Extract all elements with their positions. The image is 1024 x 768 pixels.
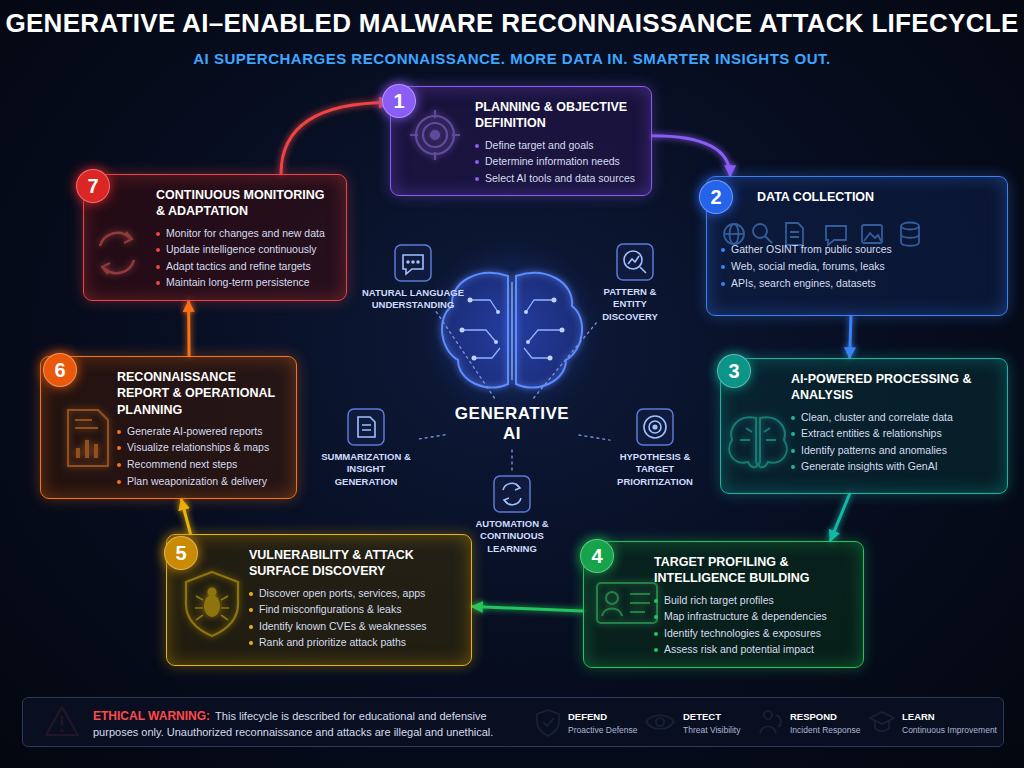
step-number: 3	[717, 354, 751, 388]
bullet-item: Monitor for changes and new data	[156, 227, 336, 241]
bullet-item: Visualize relationships & maps	[117, 441, 286, 455]
bullet-item: Select AI tools and data sources	[475, 172, 641, 186]
diagram-title: GENERATIVE AI–ENABLED MALWARE RECONNAISS…	[0, 8, 1024, 39]
bullet-item: Gather OSINT from public sources	[721, 243, 997, 257]
core-title: GENERATIVE AI	[445, 404, 579, 444]
bullet-item: Identify known CVEs & weaknesses	[249, 620, 461, 634]
bullet-item: Adapt tactics and refine targets	[156, 260, 336, 274]
flow-arrow	[830, 494, 849, 541]
box-heading: CONTINUOUS MONITORING & ADAPTATION	[156, 187, 336, 220]
callout-number: 2	[710, 187, 721, 207]
warning-bar: ETHICAL WARNING:This lifecycle is descri…	[22, 697, 1004, 747]
callout-number: 3	[728, 361, 739, 381]
capability-label: NATURAL LANGUAGE UNDERSTANDING	[358, 287, 468, 312]
flow-arrow	[850, 316, 851, 358]
callout-number: 6	[54, 360, 65, 380]
legend-caption: Continuous Improvement	[902, 725, 997, 735]
bullet-item: Extract entities & relationships	[791, 427, 997, 441]
step-number: 2	[699, 180, 733, 214]
box-heading: VULNERABILITY & ATTACK SURFACE DISCOVERY	[249, 547, 461, 580]
dotted-link	[511, 450, 512, 474]
brain-graphic	[422, 240, 602, 420]
legend-caption: DETECT	[683, 711, 721, 722]
bullet-item: Rank and prioritize attack paths	[249, 636, 461, 650]
bullet-item: Find misconfigurations & leaks	[249, 603, 461, 617]
capability-node: SUMMARIZATION & INSIGHT GENERATION	[316, 407, 416, 488]
process-box: DATA COLLECTION Gather OSINT from public …	[706, 176, 1008, 316]
box-heading: RECONNAISSANCE REPORT & OPERATIONAL PLAN…	[117, 369, 286, 418]
bullet-item: Web, social media, forums, leaks	[721, 260, 997, 274]
legend-caption: Proactive Defense	[568, 725, 637, 735]
bullet-item: Plan weaponization & delivery	[117, 475, 286, 489]
process-box: PLANNING & OBJECTIVE DEFINITION Define ta…	[390, 86, 652, 196]
flow-arrow	[181, 499, 190, 534]
capability-node: AUTOMATION & CONTINUOUS LEARNING	[467, 474, 557, 555]
flow-arrow	[187, 301, 190, 356]
bullet-item: Generate insights with GenAI	[791, 460, 997, 474]
bullet-item: Define target and goals	[475, 139, 641, 153]
bullet-item: Discover open ports, services, apps	[249, 587, 461, 601]
dotted-link	[436, 312, 494, 398]
box-heading: PLANNING & OBJECTIVE DEFINITION	[475, 99, 641, 132]
flow-arrow	[281, 103, 390, 174]
capability-node: NATURAL LANGUAGE UNDERSTANDING	[358, 243, 468, 312]
dotted-link	[579, 435, 610, 440]
bullet-item: Build rich target profiles	[654, 594, 853, 608]
process-box: VULNERABILITY & ATTACK SURFACE DISCOVERY…	[166, 534, 472, 666]
dotted-link	[534, 323, 597, 398]
callout-number: 4	[591, 546, 602, 566]
capability-node: HYPOTHESIS & TARGET PRIORITIZATION	[610, 407, 700, 488]
warning-text: ETHICAL WARNING:This lifecycle is descri…	[93, 708, 533, 741]
bullet-item: APIs, search engines, datasets	[721, 277, 997, 291]
callout-number: 7	[87, 176, 98, 196]
warning-heading: ETHICAL WARNING:	[93, 709, 210, 723]
legend-caption: Threat Visibility	[683, 725, 740, 735]
dotted-link	[416, 435, 445, 440]
legend-caption: Incident Response	[790, 725, 860, 735]
subtitle: AI SUPERCHARGES RECONNAISSANCE. MORE DAT…	[0, 50, 1024, 67]
capability-label: AUTOMATION & CONTINUOUS LEARNING	[467, 518, 557, 555]
step-number: 5	[164, 536, 198, 570]
bullet-item: Recommend next steps	[117, 458, 286, 472]
legend-caption: RESPOND	[790, 711, 837, 722]
callout-number: 5	[175, 543, 186, 563]
box-heading: TARGET PROFILING & INTELLIGENCE BUILDING	[654, 554, 853, 587]
bullet-item: Determine information needs	[475, 155, 641, 169]
bullet-item: Assess risk and potential impact	[654, 643, 853, 657]
bullet-item: Update intelligence continuously	[156, 243, 336, 257]
core-label: GENERATIVE AI	[445, 398, 579, 450]
step-number: 6	[43, 353, 77, 387]
legend-caption: LEARN	[902, 711, 935, 722]
step-number: 4	[580, 539, 614, 573]
process-box: CONTINUOUS MONITORING & ADAPTATION Monito…	[83, 174, 347, 301]
feature-icon-frames	[348, 244, 673, 512]
bullet-item: Identify patterns and anomalies	[791, 444, 997, 458]
bullet-item: Generate AI-powered reports	[117, 425, 286, 439]
bullet-item: Map infrastructure & dependencies	[654, 610, 853, 624]
capability-label: SUMMARIZATION & INSIGHT GENERATION	[316, 451, 416, 488]
step-number: 7	[76, 169, 110, 203]
capability-node: PATTERN & ENTITY DISCOVERY	[590, 242, 670, 323]
bullet-item: Identify technologies & exposures	[654, 627, 853, 641]
bullet-item: Maintain long-term persistence	[156, 276, 336, 290]
process-box: TARGET PROFILING & INTELLIGENCE BUILDING…	[583, 541, 864, 668]
callout-number: 1	[393, 91, 404, 111]
capability-label: PATTERN & ENTITY DISCOVERY	[590, 286, 670, 323]
step-number: 1	[382, 84, 416, 118]
bullet-item: Clean, cluster and correlate data	[791, 411, 997, 425]
box-heading: DATA COLLECTION	[757, 189, 997, 205]
flow-arrow	[652, 136, 730, 176]
process-box: AI-POWERED PROCESSING & ANALYSIS Clean, c…	[720, 358, 1008, 494]
flow-arrow	[472, 607, 583, 611]
process-box: RECONNAISSANCE REPORT & OPERATIONAL PLAN…	[40, 356, 297, 499]
legend-caption: DEFEND	[568, 711, 607, 722]
box-heading: AI-POWERED PROCESSING & ANALYSIS	[791, 371, 997, 404]
capability-label: HYPOTHESIS & TARGET PRIORITIZATION	[610, 451, 700, 488]
